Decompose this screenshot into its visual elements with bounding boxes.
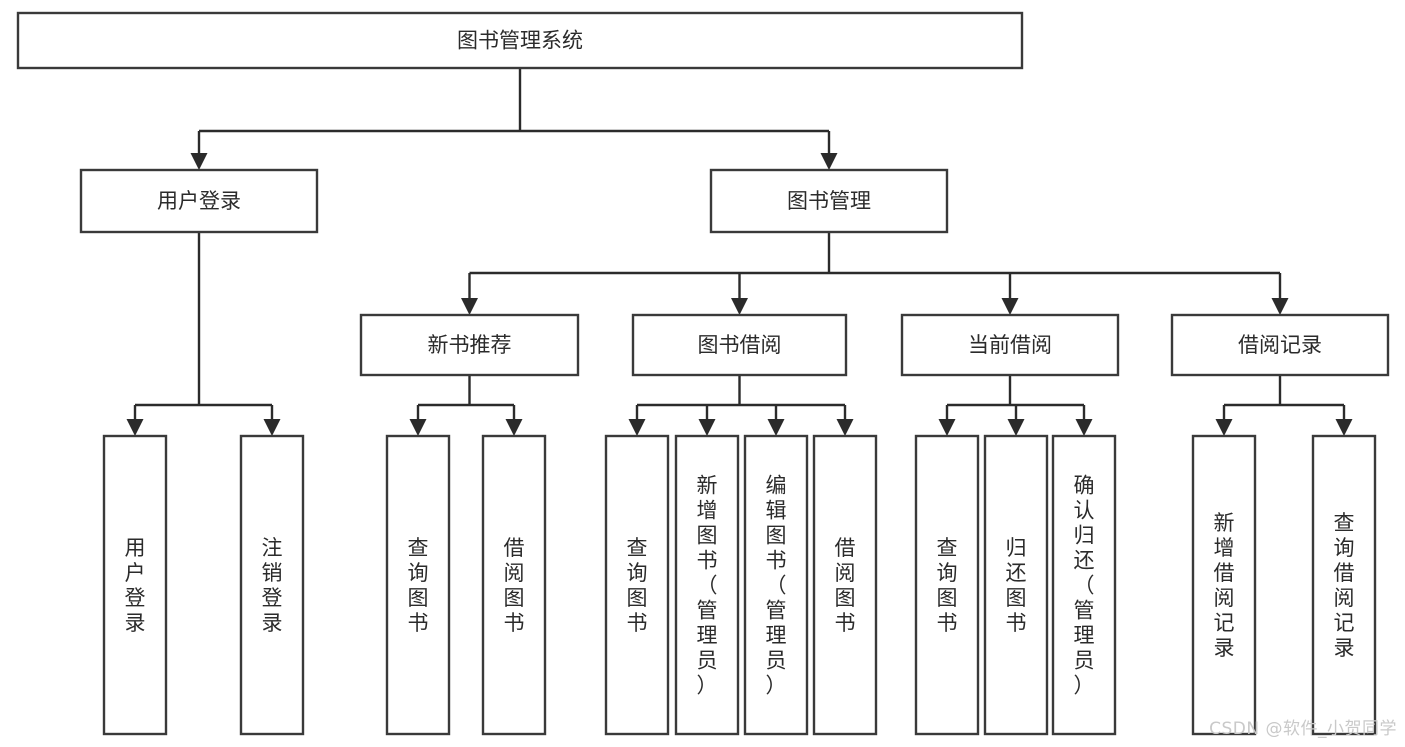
node-leaf-1[interactable]: 注销登录 (239, 434, 305, 736)
node-level3-0[interactable]: 新书推荐 (359, 313, 580, 377)
node-leaf-11[interactable]: 新增借阅记录 (1191, 434, 1257, 736)
node-rect (385, 434, 451, 736)
node-leaf-5[interactable]: 新增图书（管理员） (674, 434, 740, 736)
arrow-head (1271, 298, 1289, 315)
watermark-text: CSDN @软件_小贺同学 (1209, 719, 1397, 739)
node-level3-2[interactable]: 当前借阅 (900, 313, 1120, 377)
node-label: 确认归还（管理员） (1074, 474, 1095, 698)
node-label: 图书管理系统 (457, 29, 583, 53)
node-rect (1170, 313, 1390, 377)
arrow-head (1007, 419, 1025, 436)
node-rect (812, 434, 878, 736)
arrow-head (190, 153, 208, 170)
arrow-head (731, 298, 748, 315)
node-rect (79, 168, 319, 234)
arrow-head (698, 419, 716, 436)
node-rect (1191, 434, 1257, 736)
node-label: 图书借阅 (698, 333, 782, 357)
node-level3-3[interactable]: 借阅记录 (1170, 313, 1390, 377)
node-label: 借阅记录 (1238, 333, 1322, 357)
node-label: 图书管理 (787, 189, 871, 213)
arrow-head (505, 419, 523, 436)
arrow-head (409, 419, 427, 436)
node-root-book-management-system[interactable]: 图书管理系统 (16, 11, 1024, 70)
node-rect (1051, 434, 1117, 736)
node-leaf-4[interactable]: 查询图书 (604, 434, 670, 736)
node-label: 编辑图书（管理员） (766, 474, 787, 698)
node-rect (709, 168, 949, 234)
node-leaf-12[interactable]: 查询借阅记录 (1311, 434, 1377, 736)
node-label: 借阅图书 (504, 536, 525, 635)
node-rect (102, 434, 168, 736)
arrow-head (1001, 298, 1019, 315)
node-leaf-2[interactable]: 查询图书 (385, 434, 451, 736)
node-label: 借阅图书 (835, 536, 856, 635)
node-label: 当前借阅 (968, 333, 1052, 357)
node-rect (1311, 434, 1377, 736)
node-rect (16, 11, 1024, 70)
node-rect (359, 313, 580, 377)
node-layer: 图书管理系统用户登录图书管理新书推荐图书借阅当前借阅借阅记录用户登录注销登录查询… (16, 11, 1390, 736)
node-label: 归还图书 (1006, 536, 1027, 635)
arrow-head (461, 298, 478, 315)
node-label: 新书推荐 (428, 333, 512, 357)
node-leaf-7[interactable]: 借阅图书 (812, 434, 878, 736)
node-rect (604, 434, 670, 736)
arrow-head (126, 419, 144, 436)
node-leaf-3[interactable]: 借阅图书 (481, 434, 547, 736)
node-label: 新增借阅记录 (1214, 511, 1235, 660)
node-rect (631, 313, 848, 377)
arrow-head (1215, 419, 1233, 436)
arrow-head (938, 419, 956, 436)
node-label: 查询借阅记录 (1334, 511, 1355, 660)
arrow-head (628, 419, 646, 436)
arrow-head (767, 419, 785, 436)
node-rect (239, 434, 305, 736)
arrow-head (1075, 419, 1093, 436)
node-rect (674, 434, 740, 736)
node-rect (743, 434, 809, 736)
node-rect (481, 434, 547, 736)
node-level2-0[interactable]: 用户登录 (79, 168, 319, 234)
node-leaf-10[interactable]: 确认归还（管理员） (1051, 434, 1117, 736)
node-label: 查询图书 (408, 536, 429, 635)
node-label: 查询图书 (627, 536, 648, 635)
node-label: 用户登录 (125, 536, 146, 635)
node-label: 查询图书 (937, 536, 958, 635)
node-level2-1[interactable]: 图书管理 (709, 168, 949, 234)
node-leaf-8[interactable]: 查询图书 (914, 434, 980, 736)
node-label: 注销登录 (262, 536, 283, 635)
node-label: 用户登录 (157, 189, 241, 213)
node-rect (914, 434, 980, 736)
node-rect (983, 434, 1049, 736)
node-label: 新增图书（管理员） (697, 474, 718, 698)
node-leaf-0[interactable]: 用户登录 (102, 434, 168, 736)
arrow-head (1335, 419, 1353, 436)
node-rect (900, 313, 1120, 377)
node-leaf-9[interactable]: 归还图书 (983, 434, 1049, 736)
node-leaf-6[interactable]: 编辑图书（管理员） (743, 434, 809, 736)
arrow-head (263, 419, 281, 436)
node-level3-1[interactable]: 图书借阅 (631, 313, 848, 377)
connector-layer (126, 68, 1353, 436)
arrow-head (820, 153, 838, 170)
arrow-head (836, 419, 854, 436)
